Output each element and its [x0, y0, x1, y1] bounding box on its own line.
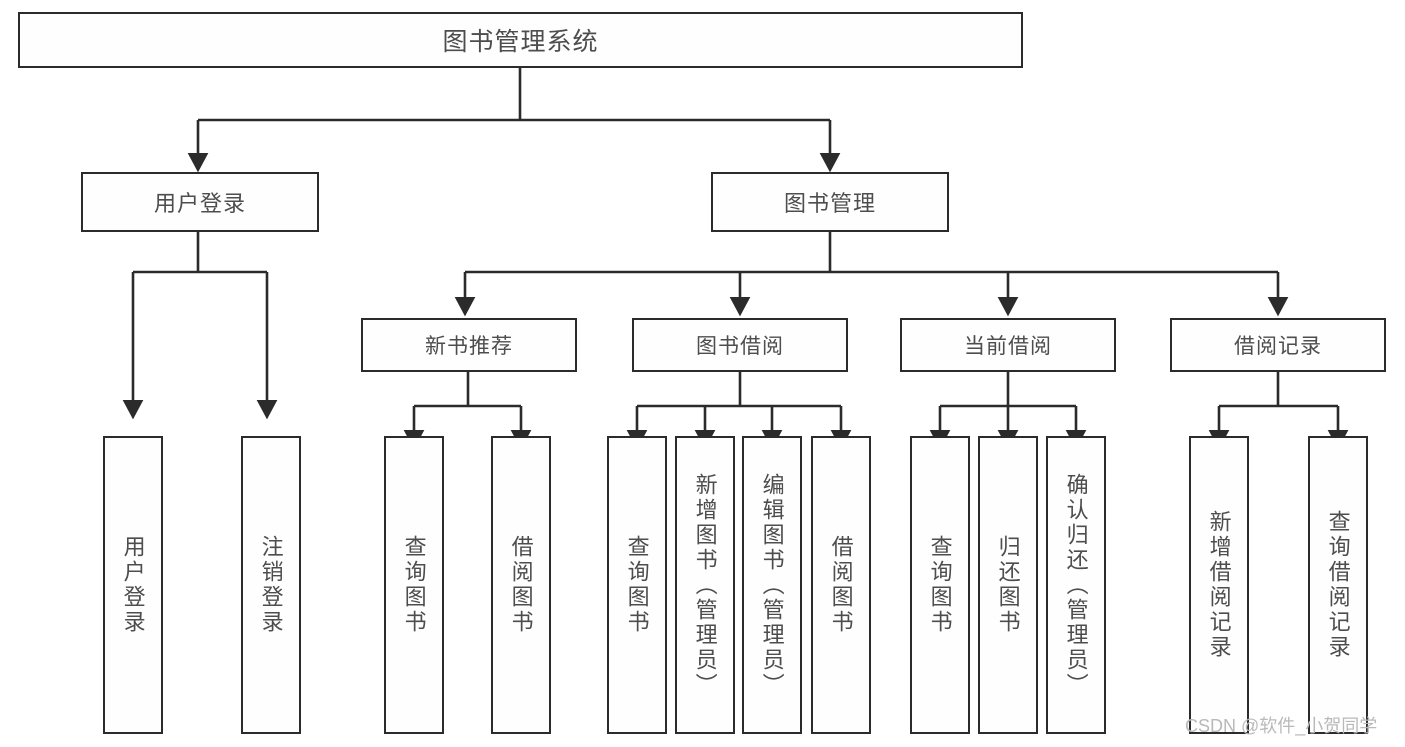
node-leaf-confirm-return-label: 确认归还（管理员） [1063, 472, 1089, 698]
csdn-watermark: CSDN @软件_小贺同学 [1185, 716, 1378, 736]
node-leaf-query-book-3[interactable]: 查询图书 [910, 436, 970, 734]
node-leaf-query-book-3-label: 查询图书 [927, 535, 953, 635]
node-leaf-user-login[interactable]: 用户登录 [103, 436, 163, 734]
node-leaf-edit-book-label: 编辑图书（管理员） [759, 472, 785, 698]
node-leaf-return-book[interactable]: 归还图书 [978, 436, 1038, 734]
node-leaf-logout-login[interactable]: 注销登录 [241, 436, 301, 734]
node-leaf-add-record-label: 新增借阅记录 [1206, 510, 1232, 660]
node-leaf-borrow-book-2[interactable]: 借阅图书 [811, 436, 871, 734]
node-root-system[interactable]: 图书管理系统 [18, 12, 1023, 68]
node-leaf-query-book-1[interactable]: 查询图书 [384, 436, 444, 734]
node-leaf-add-book[interactable]: 新增图书（管理员） [675, 436, 735, 734]
node-leaf-return-book-label: 归还图书 [995, 535, 1021, 635]
node-leaf-query-book-2[interactable]: 查询图书 [607, 436, 667, 734]
node-leaf-borrow-book-1-label: 借阅图书 [508, 535, 534, 635]
node-user-login-label: 用户登录 [153, 191, 246, 216]
node-new-book-recommend-label: 新书推荐 [425, 335, 513, 358]
node-book-borrow[interactable]: 图书借阅 [632, 318, 848, 372]
node-leaf-add-record[interactable]: 新增借阅记录 [1189, 436, 1249, 734]
node-borrow-record-label: 借阅记录 [1234, 335, 1322, 358]
node-leaf-query-record[interactable]: 查询借阅记录 [1308, 436, 1368, 734]
node-book-borrow-label: 图书借阅 [696, 335, 784, 358]
node-leaf-borrow-book-2-label: 借阅图书 [828, 535, 854, 635]
node-book-management-label: 图书管理 [783, 191, 876, 216]
node-current-borrow[interactable]: 当前借阅 [900, 318, 1116, 372]
node-leaf-query-record-label: 查询借阅记录 [1325, 510, 1351, 660]
node-leaf-edit-book[interactable]: 编辑图书（管理员） [742, 436, 802, 734]
node-new-book-recommend[interactable]: 新书推荐 [361, 318, 577, 372]
node-borrow-record[interactable]: 借阅记录 [1170, 318, 1386, 372]
node-leaf-user-login-label: 用户登录 [120, 535, 146, 635]
node-leaf-confirm-return[interactable]: 确认归还（管理员） [1046, 436, 1106, 734]
node-leaf-logout-login-label: 注销登录 [258, 535, 284, 635]
node-leaf-query-book-2-label: 查询图书 [624, 535, 650, 635]
node-leaf-query-book-1-label: 查询图书 [401, 535, 427, 635]
node-leaf-add-book-label: 新增图书（管理员） [692, 472, 718, 698]
node-leaf-borrow-book-1[interactable]: 借阅图书 [491, 436, 551, 734]
node-user-login[interactable]: 用户登录 [81, 172, 319, 232]
node-current-borrow-label: 当前借阅 [964, 335, 1052, 358]
node-root-label: 图书管理系统 [442, 28, 599, 56]
node-book-management[interactable]: 图书管理 [711, 172, 949, 232]
